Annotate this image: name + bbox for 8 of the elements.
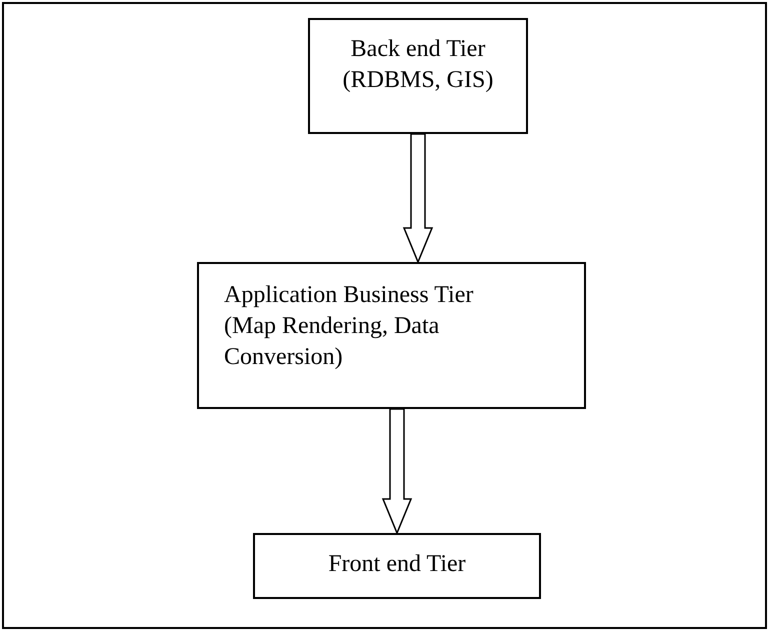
hollow-arrow	[382, 408, 412, 535]
tier-label: Back end Tier (RDBMS, GIS)	[342, 35, 494, 95]
tier-label: Application Business Tier (Map Rendering, Data Conversion)	[224, 281, 474, 372]
tier-box	[308, 18, 528, 134]
tier-label: Front end Tier	[327, 550, 467, 579]
tier-box	[197, 262, 586, 409]
tier-box	[253, 533, 541, 599]
hollow-arrow	[402, 133, 434, 264]
